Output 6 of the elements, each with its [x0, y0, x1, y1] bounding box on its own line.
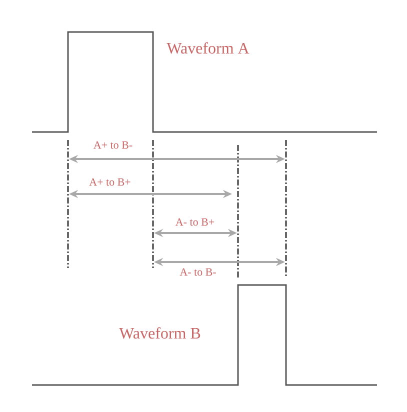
dimension-label: A- to B- — [180, 268, 216, 276]
dimension-label: A- to B+ — [176, 218, 214, 226]
dimension-label: A+ to B- — [94, 141, 132, 149]
waveform-label: Waveform A — [166, 42, 250, 54]
waveform-label: Waveform B — [119, 327, 200, 339]
dimension-label: A+ to B+ — [89, 178, 130, 186]
